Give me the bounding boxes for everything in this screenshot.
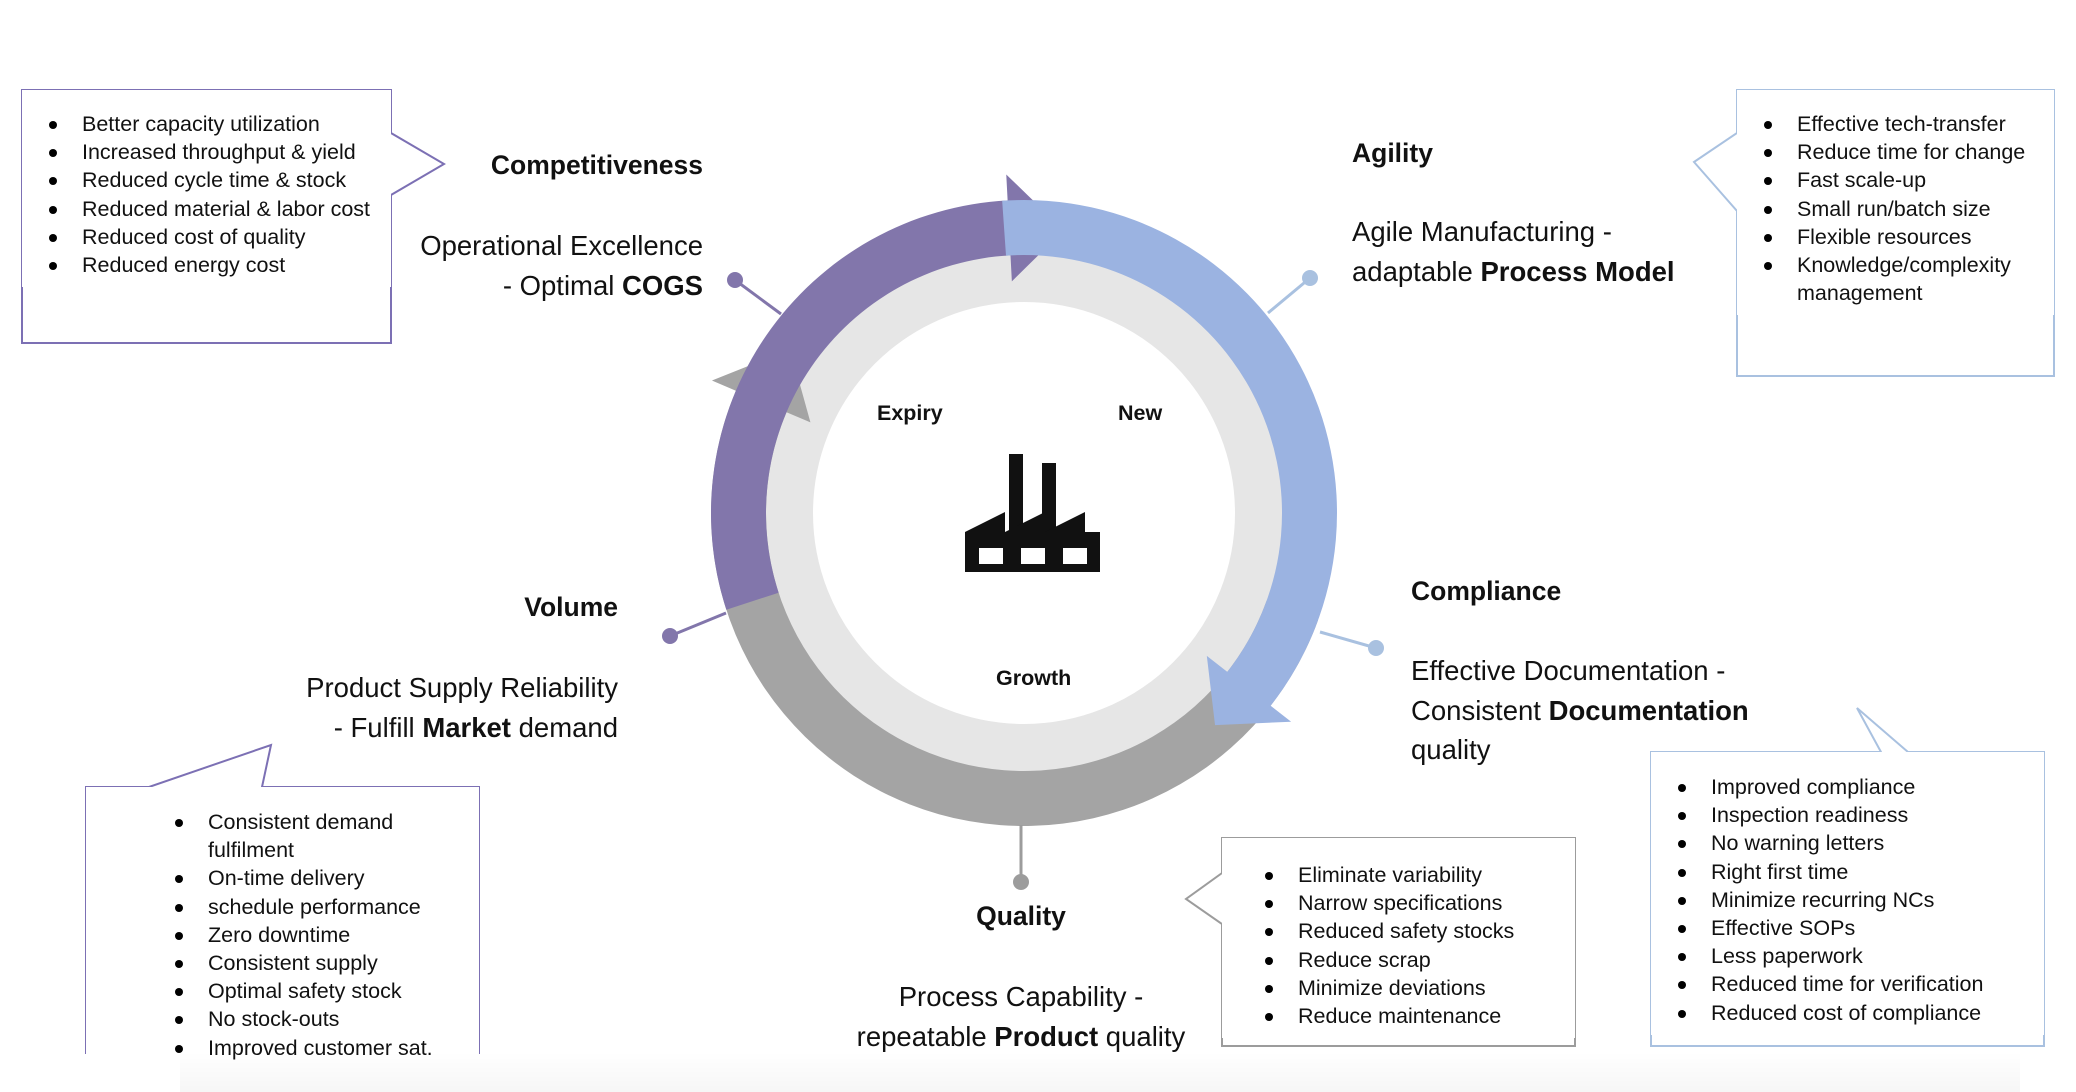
competitiveness-benefit-item: Reduced cycle time & stock — [44, 166, 377, 194]
competitiveness-benefit-item: Better capacity utilization — [44, 110, 377, 138]
volume-benefit-item: Consistent demand fulfilment — [170, 808, 465, 864]
quality-description: Process Capability - repeatable Product … — [821, 977, 1221, 1056]
compliance-benefit-item: Inspection readiness — [1673, 801, 2030, 829]
volume-benefit-item: Improved customer sat. — [170, 1034, 465, 1062]
quality-desc-emphasis: Product — [994, 1020, 1099, 1052]
agility-benefit-item: Small run/batch size — [1759, 195, 2040, 223]
compliance-label: Compliance — [1411, 576, 1562, 606]
quality-benefit-item: Reduce scrap — [1260, 946, 1561, 974]
compliance-benefit-item: No warning letters — [1673, 829, 2030, 857]
connector-volume — [662, 611, 727, 644]
competitiveness-description: Operational Excellence - Optimal COGS — [420, 226, 703, 305]
agility-desc-line1: Agile Manufacturing - — [1352, 216, 1612, 247]
competitiveness-benefit-item: Reduced material & labor cost — [44, 195, 377, 223]
agility-desc-line2: adaptable — [1352, 255, 1481, 287]
ring-label-expiry: Expiry — [877, 401, 943, 425]
agility-benefit-item: Flexible resources — [1759, 223, 2040, 251]
volume-desc-line2: - Fulfill — [333, 711, 423, 743]
competitiveness-desc-line2: - Optimal — [502, 269, 623, 301]
competitiveness-benefit-item: Increased throughput & yield — [44, 138, 377, 166]
volume-benefit-item: Zero downtime — [170, 921, 465, 949]
competitiveness-benefit-item: Reduced cost of quality — [44, 223, 377, 251]
compliance-benefit-item: Improved compliance — [1673, 773, 2030, 801]
agility-desc-emphasis: Process Model — [1480, 255, 1675, 287]
agility-benefit-item: Reduce time for change — [1759, 138, 2040, 166]
compliance-desc-line1: Effective Documentation - — [1411, 655, 1726, 686]
volume-description: Product Supply Reliability - Fulfill Mar… — [306, 668, 618, 747]
connector-competitiveness — [727, 272, 782, 316]
compliance-benefit-item: Reduced time for verification — [1673, 970, 2030, 998]
quality-benefit-item: Minimize deviations — [1260, 974, 1561, 1002]
competitiveness-desc-line1: Operational Excellence — [420, 230, 703, 261]
volume-desc-line1: Product Supply Reliability — [306, 672, 618, 703]
volume-desc-emphasis: Market — [422, 711, 511, 743]
factory-icon — [965, 454, 1100, 572]
bottom-shadow — [180, 1052, 2020, 1092]
competitiveness-desc-emphasis: COGS — [622, 269, 703, 301]
volume-label: Volume — [524, 592, 618, 622]
compliance-benefit-item: Less paperwork — [1673, 942, 2030, 970]
compliance-desc-line3: quality — [1411, 734, 1491, 766]
agility-compliance-arrow-blue — [1002, 200, 1337, 726]
compliance-benefit-item: Effective SOPs — [1673, 914, 2030, 942]
agility-description: Agile Manufacturing - adaptable Process … — [1352, 212, 1675, 291]
ring-label-growth: Growth — [996, 666, 1072, 690]
compliance-benefit-item: Minimize recurring NCs — [1673, 886, 2030, 914]
ring-label-new: New — [1118, 401, 1163, 425]
volume-benefit-item: Optimal safety stock — [170, 977, 465, 1005]
volume-desc-line2-end: demand — [510, 711, 618, 743]
volume-benefit-item: On-time delivery — [170, 864, 465, 892]
quality-benefit-item: Reduced safety stocks — [1260, 917, 1561, 945]
compliance-desc-line2: Consistent — [1411, 694, 1549, 726]
agility-benefit-item: Fast scale-up — [1759, 166, 2040, 194]
compliance-description: Effective Documentation - Consistent Doc… — [1411, 651, 1749, 770]
inner-ring — [759, 248, 1289, 778]
agility-label: Agility — [1352, 138, 1433, 168]
volume-benefit-item: No stock-outs — [170, 1005, 465, 1033]
connector-compliance — [1319, 630, 1384, 656]
volume-benefit-item: Consistent supply — [170, 949, 465, 977]
volume-benefit-item: schedule performance — [170, 893, 465, 921]
compliance-desc-emphasis: Documentation — [1548, 694, 1749, 726]
compliance-benefit-item: Reduced cost of compliance — [1673, 999, 2030, 1027]
quality-label: Quality — [976, 901, 1066, 931]
competitiveness-label: Competitiveness — [490, 150, 703, 180]
connector-quality — [1013, 825, 1029, 890]
quality-benefit-item: Reduce maintenance — [1260, 1002, 1561, 1030]
competitiveness-benefit-item: Reduced energy cost — [44, 251, 377, 279]
quality-desc-line1: Process Capability - — [898, 981, 1144, 1012]
quality-desc-line2-end: quality — [1098, 1020, 1186, 1052]
connector-agility — [1267, 270, 1318, 315]
agility-benefit-item: Effective tech-transfer — [1759, 110, 2040, 138]
compliance-benefit-item: Right first time — [1673, 858, 2030, 886]
quality-desc-line2: repeatable — [856, 1020, 995, 1052]
quality-benefit-item: Eliminate variability — [1260, 861, 1561, 889]
quality-benefit-item: Narrow specifications — [1260, 889, 1561, 917]
agility-benefit-item: Knowledge/complexity management — [1759, 251, 2040, 307]
